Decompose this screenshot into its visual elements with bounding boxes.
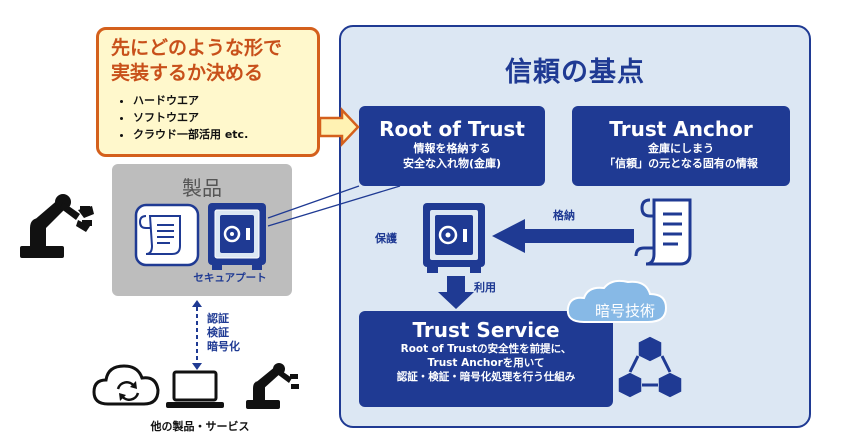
callout-item: クラウド一部活用 etc. — [133, 126, 317, 143]
callout-list: ハードウエア ソフトウエア クラウド一部活用 etc. — [99, 92, 317, 143]
use-arrow — [438, 276, 474, 309]
auth-label: 暗号化 — [207, 340, 240, 353]
root-of-trust-title: Root of Trust — [379, 117, 525, 141]
small-robot-arm-icon — [246, 363, 299, 409]
laptop-icon — [166, 370, 224, 408]
root-of-trust-line1: 情報を格納する — [413, 142, 491, 155]
trust-anchor-line1: 金庫にしまう — [648, 142, 714, 155]
callout-arrow — [318, 106, 360, 148]
panel-title: 信頼の基点 — [505, 57, 645, 88]
trust-service-line1: Root of Trustの安全性を前提に、 — [400, 343, 572, 355]
auth-dashed-arrow — [192, 300, 202, 370]
callout-item: ソフトウエア — [133, 109, 317, 126]
callout-heading: 先にどのような形で 実装するか決める — [99, 30, 317, 86]
robot-arm-icon — [20, 194, 94, 258]
trust-anchor-scroll-icon — [634, 198, 692, 266]
trust-anchor-line2: 「信頼」の元となる固有の情報 — [604, 157, 758, 170]
trust-service-line2: Trust Anchorを用いて — [427, 357, 545, 369]
cloud-sync-icon — [92, 364, 160, 406]
product-connector-lines — [267, 185, 401, 227]
auth-label-list: 認証 検証 暗号化 — [207, 312, 240, 354]
product-scroll-icon — [134, 203, 200, 267]
trust-anchor-box: Trust Anchor 金庫にしまう 「信頼」の元となる固有の情報 — [572, 106, 790, 186]
trust-service-line3: 認証・検証・暗号化処理を行う仕組み — [396, 371, 576, 383]
callout-heading-line1: 先にどのような形で — [111, 37, 283, 59]
product-safe-icon — [208, 203, 266, 270]
auth-label: 認証 — [207, 312, 229, 325]
store-label: 格納 — [553, 209, 575, 222]
trust-anchor-title: Trust Anchor — [609, 117, 753, 141]
auth-label: 検証 — [207, 326, 229, 339]
protected-safe-icon — [423, 203, 485, 273]
trust-service-title: Trust Service — [412, 318, 560, 342]
blockchain-cubes-icon — [617, 335, 683, 399]
callout-item: ハードウエア — [133, 92, 317, 109]
other-products-label: 他の製品・サービス — [150, 420, 250, 433]
protect-label: 保護 — [375, 232, 397, 245]
implementation-callout: 先にどのような形で 実装するか決める ハードウエア ソフトウエア クラウド一部活… — [96, 27, 320, 157]
product-label: 製品 — [182, 176, 222, 200]
crypto-cloud-icon — [566, 279, 668, 323]
trust-service-text: Trust Service Root of Trustの安全性を前提に、 Tru… — [359, 318, 613, 384]
root-of-trust-line2: 安全な入れ物(金庫) — [402, 157, 502, 170]
use-label: 利用 — [474, 281, 496, 294]
callout-heading-line2: 実装するか決める — [111, 62, 264, 84]
trust-service-box — [359, 311, 613, 407]
secure-part-label: セキュアプート — [193, 272, 267, 284]
root-of-trust-box: Root of Trust 情報を格納する 安全な入れ物(金庫) — [359, 106, 545, 186]
crypto-label: 暗号技術 — [594, 302, 655, 320]
store-arrow — [492, 219, 634, 253]
